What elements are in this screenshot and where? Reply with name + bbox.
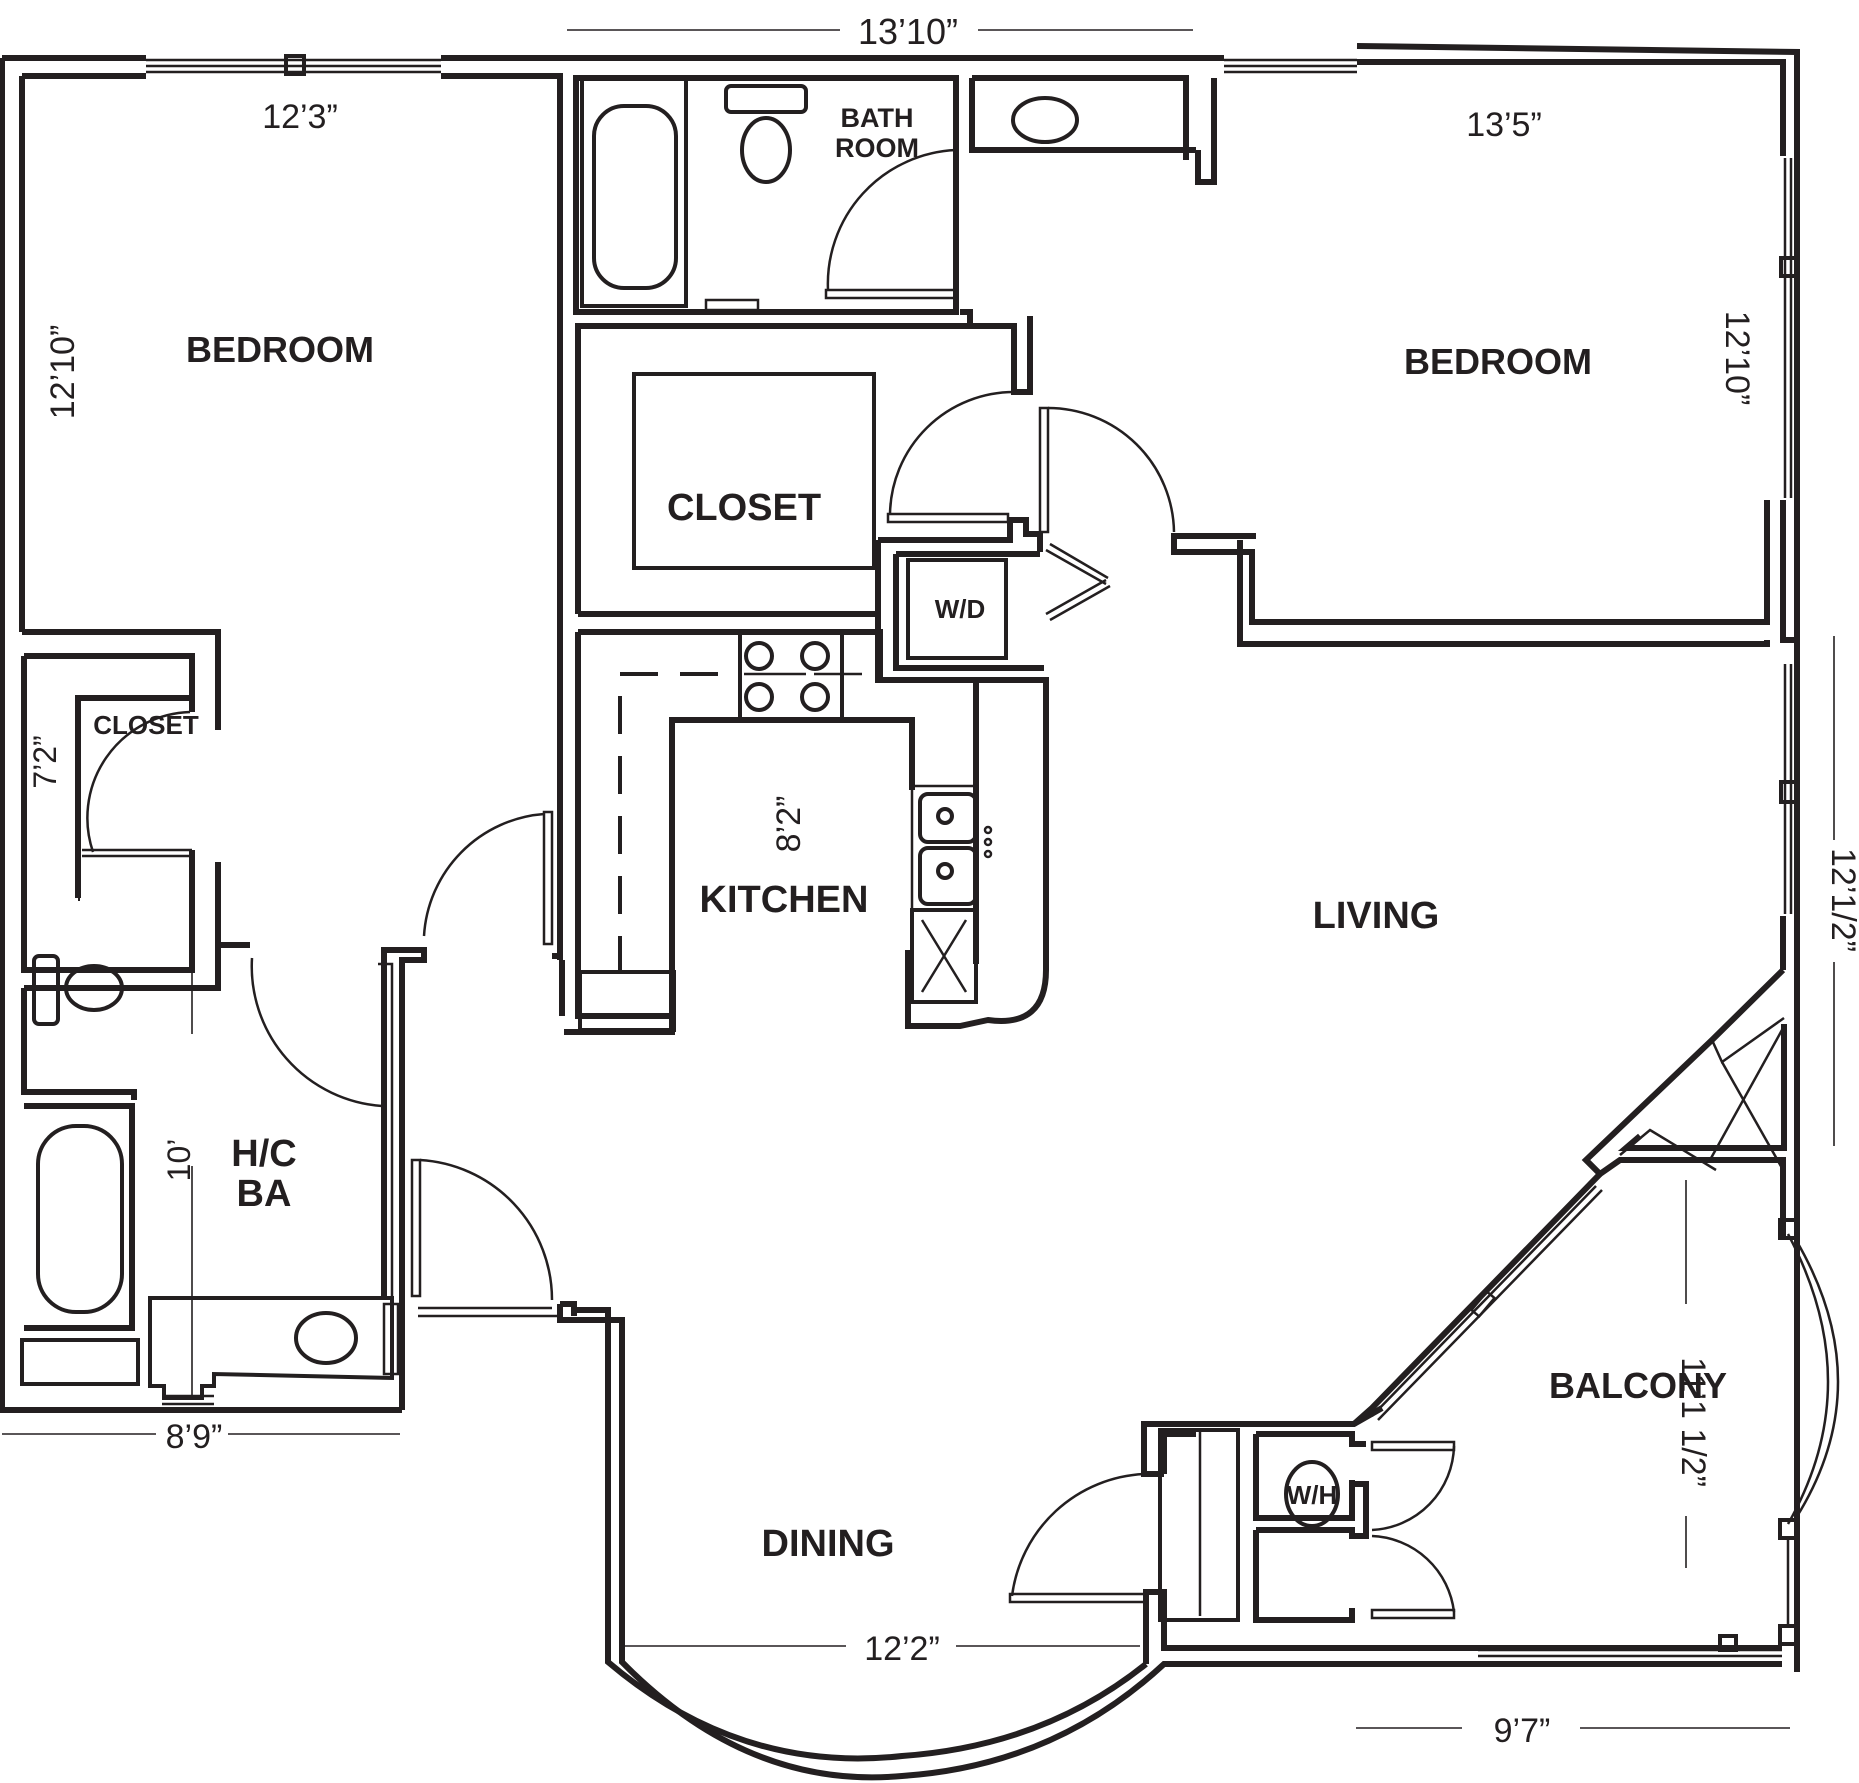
- svg-text:W/D: W/D: [935, 594, 986, 624]
- svg-text:13’10”: 13’10”: [858, 11, 958, 52]
- svg-text:8’9”: 8’9”: [166, 1418, 223, 1456]
- svg-text:H/C: H/C: [231, 1133, 296, 1175]
- svg-text:12’3”: 12’3”: [262, 98, 338, 136]
- svg-text:BEDROOM: BEDROOM: [186, 329, 374, 370]
- svg-text:12’2”: 12’2”: [864, 1630, 940, 1668]
- svg-text:13’5”: 13’5”: [1466, 106, 1542, 144]
- svg-text:DINING: DINING: [762, 1523, 895, 1565]
- left-bedroom: BEDROOM 12’3” 12’10”: [22, 98, 374, 945]
- svg-text:BATH: BATH: [841, 103, 914, 133]
- washer-dryer: W/D: [875, 517, 1111, 683]
- storage-and-water-heater: W/H: [1008, 1405, 1456, 1623]
- svg-text:BEDROOM: BEDROOM: [1404, 341, 1592, 382]
- svg-text:KITCHEN: KITCHEN: [700, 879, 869, 921]
- svg-text:W/H: W/H: [1287, 1480, 1338, 1510]
- svg-text:CLOSET: CLOSET: [93, 710, 199, 740]
- svg-text:10’: 10’: [161, 1139, 197, 1182]
- master-bathroom: BATH ROOM: [573, 75, 1217, 315]
- svg-text:ROOM: ROOM: [835, 133, 919, 163]
- living-room: LIVING 12’1/2”: [1313, 636, 1859, 1240]
- svg-text:BALCONY: BALCONY: [1549, 1365, 1727, 1406]
- svg-text:BA: BA: [237, 1173, 292, 1215]
- hc-bathroom: 10’ H/C BA 8’9”: [2, 942, 427, 1456]
- dining-room: DINING 12’2”: [557, 1301, 1782, 1781]
- right-bedroom: BEDROOM 13’5” 12’10”: [1171, 106, 1770, 647]
- svg-text:12’10”: 12’10”: [44, 325, 82, 420]
- svg-text:CLOSET: CLOSET: [667, 487, 821, 529]
- svg-text:9’7”: 9’7”: [1494, 1712, 1551, 1750]
- svg-text:12’1/2”: 12’1/2”: [1824, 848, 1859, 952]
- balcony: BALCONY 11’1 1/2” 9’7”: [1352, 1171, 1840, 1750]
- svg-text:7’2”: 7’2”: [27, 735, 63, 788]
- svg-text:11’1 1/2”: 11’1 1/2”: [1674, 1357, 1712, 1487]
- svg-text:LIVING: LIVING: [1313, 895, 1440, 937]
- overall-width-dimension: 13’10”: [567, 11, 1193, 52]
- walk-in-closet: CLOSET: [575, 309, 1176, 617]
- svg-text:12’10”: 12’10”: [1718, 311, 1756, 406]
- kitchen: KITCHEN 8’2”: [559, 629, 1049, 1035]
- svg-text:8’2”: 8’2”: [770, 796, 808, 853]
- exterior-walls: [0, 43, 1800, 1672]
- small-closet: CLOSET 7’2”: [21, 653, 199, 973]
- hall-doors: [410, 810, 563, 1318]
